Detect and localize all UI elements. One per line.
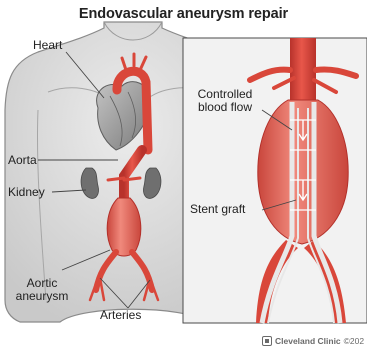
credit-brand: Cleveland Clinic	[275, 336, 341, 346]
credit-copyright: ©202	[344, 336, 364, 346]
label-controlled-blood-flow: Controlled blood flow	[190, 88, 260, 114]
cleveland-clinic-logo-icon	[262, 336, 272, 346]
label-controlled-line2: blood flow	[190, 101, 260, 114]
label-aorta: Aorta	[8, 154, 37, 167]
label-kidney: Kidney	[8, 186, 45, 199]
diagram-title: Endovascular aneurysm repair	[0, 6, 367, 22]
label-heart: Heart	[33, 39, 62, 52]
label-stent-graft: Stent graft	[190, 203, 245, 216]
image-credit: Cleveland Clinic ©202	[262, 334, 367, 348]
label-aortic-aneurysm-line2: aneurysm	[10, 290, 74, 303]
label-arteries: Arteries	[100, 309, 141, 322]
label-aortic-aneurysm: Aortic aneurysm	[10, 277, 74, 303]
